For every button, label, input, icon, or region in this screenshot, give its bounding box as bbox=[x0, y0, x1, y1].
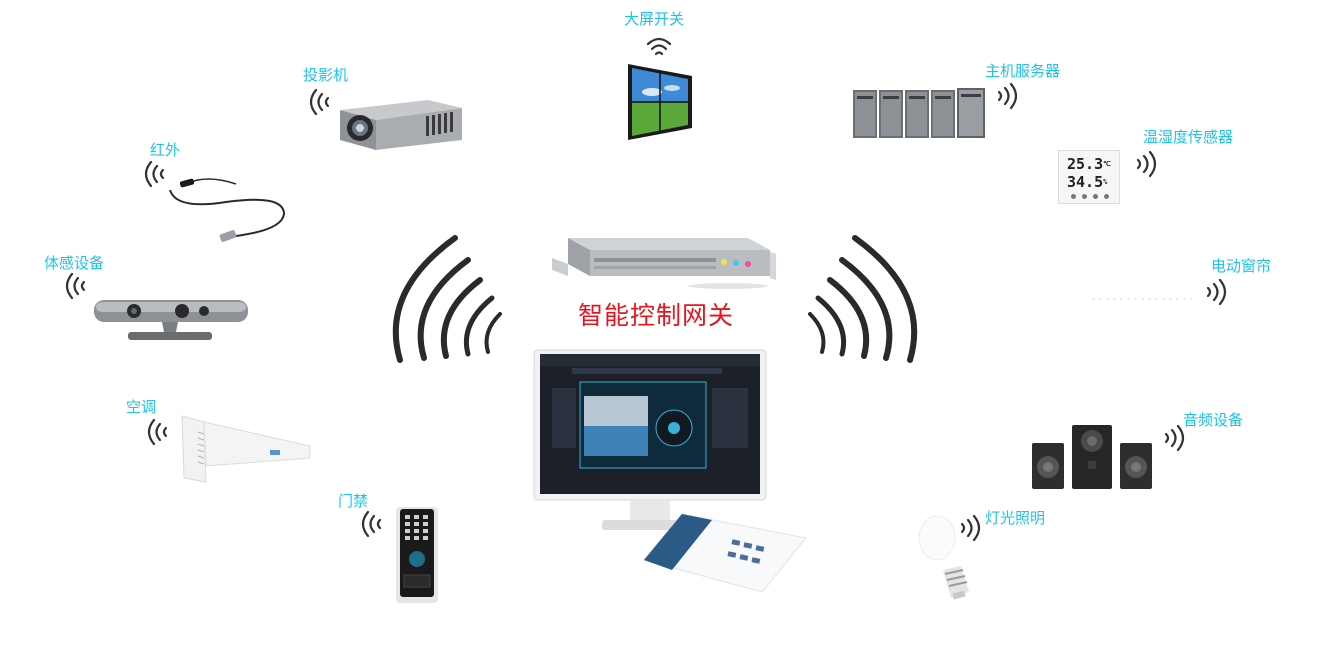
humidity-reading: 34.5% bbox=[1067, 173, 1108, 191]
tablet-panel bbox=[642, 512, 808, 594]
label-audio: 音频设备 bbox=[1183, 411, 1244, 429]
air-conditioner-device bbox=[178, 412, 314, 486]
tablet-icon bbox=[643, 513, 807, 593]
label-server: 主机服务器 bbox=[985, 62, 1061, 80]
label-access-control: 门禁 bbox=[338, 492, 369, 510]
sensor-buttons bbox=[1071, 194, 1109, 199]
video-wall-icon bbox=[628, 64, 692, 140]
wifi-signal-icon bbox=[144, 160, 165, 188]
wifi-signal-icon bbox=[147, 418, 168, 446]
access-control-icon bbox=[396, 507, 438, 603]
signal-arcs-left-icon bbox=[392, 235, 502, 363]
gateway-title: 智能控制网关 bbox=[578, 301, 735, 330]
label-motion-sensor: 体感设备 bbox=[44, 254, 105, 272]
light-bulb-icon bbox=[918, 515, 969, 600]
gateway-device bbox=[548, 236, 776, 298]
label-projector: 投影机 bbox=[303, 66, 349, 84]
curtain-device bbox=[1090, 294, 1194, 304]
th-sensor-device: 25.3℃ 34.5% bbox=[1058, 150, 1120, 204]
wifi-signal-icon bbox=[646, 37, 672, 56]
gateway-rack-icon bbox=[552, 238, 776, 289]
wifi-signal-icon bbox=[361, 510, 382, 538]
audio-device bbox=[1030, 423, 1154, 493]
motion-sensor-icon bbox=[94, 300, 248, 340]
wifi-signal-icon bbox=[1164, 424, 1185, 452]
video-wall-device bbox=[622, 62, 698, 144]
temperature-reading: 25.3℃ bbox=[1067, 155, 1111, 173]
projector-device bbox=[332, 98, 464, 154]
air-conditioner-icon bbox=[181, 415, 311, 483]
motion-sensor-device bbox=[92, 294, 250, 344]
wifi-signal-icon bbox=[1136, 150, 1157, 178]
wifi-signal-icon bbox=[1206, 278, 1227, 306]
curtain-icon bbox=[1092, 298, 1192, 300]
server-rack-icon bbox=[853, 88, 985, 138]
speaker-icon bbox=[1032, 425, 1152, 489]
label-curtain: 电动窗帘 bbox=[1211, 257, 1272, 275]
infrared-device bbox=[166, 170, 290, 248]
monitor-screen-icon bbox=[533, 349, 767, 530]
wifi-signal-icon bbox=[65, 272, 86, 300]
wifi-signal-icon bbox=[997, 82, 1018, 110]
signal-arcs-right-icon bbox=[808, 235, 918, 363]
label-th-sensor: 温湿度传感器 bbox=[1143, 128, 1234, 146]
infrared-cable-icon bbox=[169, 178, 286, 242]
lighting-device bbox=[915, 512, 981, 604]
label-lighting: 灯光照明 bbox=[985, 509, 1046, 527]
server-device bbox=[851, 86, 987, 140]
control-monitor bbox=[532, 348, 768, 538]
label-video-wall: 大屏开关 bbox=[624, 10, 685, 28]
access-control-device bbox=[394, 505, 440, 605]
label-infrared: 红外 bbox=[150, 141, 181, 159]
projector-icon bbox=[340, 100, 462, 150]
wifi-signal-icon bbox=[309, 88, 330, 116]
label-air-conditioner: 空调 bbox=[126, 398, 157, 416]
wifi-signal-icon bbox=[960, 514, 981, 542]
